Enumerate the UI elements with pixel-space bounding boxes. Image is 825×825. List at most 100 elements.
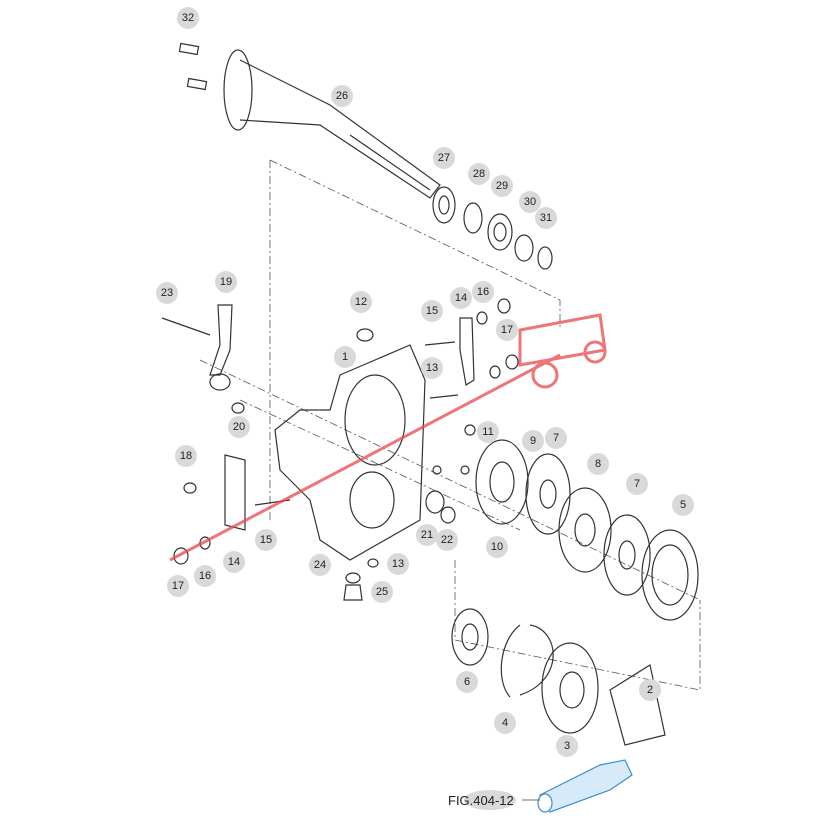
callout-bubble	[421, 357, 443, 379]
callout-16: 16	[194, 565, 216, 587]
callout-bubble	[331, 85, 353, 107]
callout-13: 13	[387, 553, 409, 575]
callout-number: 26	[336, 90, 348, 102]
callout-29: 29	[491, 175, 513, 197]
callout-number: 29	[496, 180, 508, 192]
callout-bubble	[223, 551, 245, 573]
callout-25: 25	[371, 581, 393, 603]
callout-bubble	[175, 445, 197, 467]
callout-26: 26	[331, 85, 353, 107]
callout-bubble	[450, 287, 472, 309]
callout-bubble	[371, 581, 393, 603]
callout-number: 17	[172, 580, 184, 592]
callout-20: 20	[228, 416, 250, 438]
callout-number: 2	[647, 684, 653, 696]
axle-shaft	[178, 42, 441, 199]
callout-15: 15	[255, 529, 277, 551]
callout-number: 23	[161, 287, 173, 299]
callout-number: 6	[464, 676, 470, 688]
callout-bubble	[309, 554, 331, 576]
callout-bubble	[433, 147, 455, 169]
callout-bubble	[436, 529, 458, 551]
callout-22: 22	[436, 529, 458, 551]
callout-14: 14	[450, 287, 472, 309]
callout-5: 5	[672, 494, 694, 516]
reference-bg	[464, 790, 516, 810]
callout-number: 27	[438, 152, 450, 164]
callout-number: 15	[426, 305, 438, 317]
callout-bubble	[194, 565, 216, 587]
callout-24: 24	[309, 554, 331, 576]
callout-number: 7	[634, 478, 640, 490]
callout-number: 14	[455, 292, 467, 304]
callout-16: 16	[472, 281, 494, 303]
callout-8: 8	[587, 453, 609, 475]
callout-23: 23	[156, 282, 178, 304]
callout-7: 7	[545, 427, 567, 449]
clutch-discs	[475, 439, 699, 621]
callout-number: 14	[228, 556, 240, 568]
callout-number: 13	[426, 362, 438, 374]
lower-parts	[451, 608, 666, 746]
callout-number: 20	[233, 421, 245, 433]
callout-31: 31	[535, 207, 557, 229]
levers	[161, 298, 519, 601]
callout-number: 8	[595, 458, 601, 470]
reference-shaft	[537, 759, 633, 813]
callout-bubble	[156, 282, 178, 304]
callout-bubble	[587, 453, 609, 475]
callout-18: 18	[175, 445, 197, 467]
callout-3: 3	[556, 735, 578, 757]
callout-number: 21	[421, 529, 433, 541]
callout-32: 32	[177, 7, 199, 29]
callout-30: 30	[519, 191, 541, 213]
callout-15: 15	[421, 300, 443, 322]
callout-number: 5	[680, 499, 686, 511]
callout-17: 17	[167, 575, 189, 597]
callout-number: 22	[441, 534, 453, 546]
watermark-logo	[169, 313, 607, 562]
callout-bubble	[387, 553, 409, 575]
callout-bubble	[350, 291, 372, 313]
callout-19: 19	[215, 271, 237, 293]
callout-number: 18	[180, 450, 192, 462]
callout-bubble	[535, 207, 557, 229]
callout-bubble	[416, 524, 438, 546]
callout-bubble	[228, 416, 250, 438]
callout-number: 16	[477, 286, 489, 298]
callout-9: 9	[522, 430, 544, 452]
callout-number: 16	[199, 570, 211, 582]
callout-bubble	[522, 430, 544, 452]
callout-6: 6	[456, 671, 478, 693]
callout-number: 24	[314, 559, 326, 571]
callout-bubble	[496, 319, 518, 341]
callout-11: 11	[477, 421, 499, 443]
reference-label: FIG.404-12	[448, 793, 514, 808]
callout-bubble	[468, 163, 490, 185]
callout-number: 32	[182, 12, 194, 24]
callout-bubble	[255, 529, 277, 551]
upper-bearings	[432, 186, 553, 270]
callout-bubble	[167, 575, 189, 597]
callout-27: 27	[433, 147, 455, 169]
callout-21: 21	[416, 524, 438, 546]
callout-7: 7	[626, 473, 648, 495]
callout-bubble	[472, 281, 494, 303]
callout-bubble	[486, 536, 508, 558]
callout-bubble	[215, 271, 237, 293]
callout-bubble	[639, 679, 661, 701]
callout-number: 30	[524, 196, 536, 208]
callout-bubble	[477, 421, 499, 443]
callout-bubble	[456, 671, 478, 693]
callout-number: 15	[260, 534, 272, 546]
callout-number: 10	[491, 541, 503, 553]
callout-number: 4	[502, 717, 508, 729]
callout-bubble	[626, 473, 648, 495]
callout-bubble	[334, 346, 356, 368]
assembly-lines	[199, 159, 701, 691]
callout-bubble	[672, 494, 694, 516]
callout-28: 28	[468, 163, 490, 185]
callout-bubble	[177, 7, 199, 29]
